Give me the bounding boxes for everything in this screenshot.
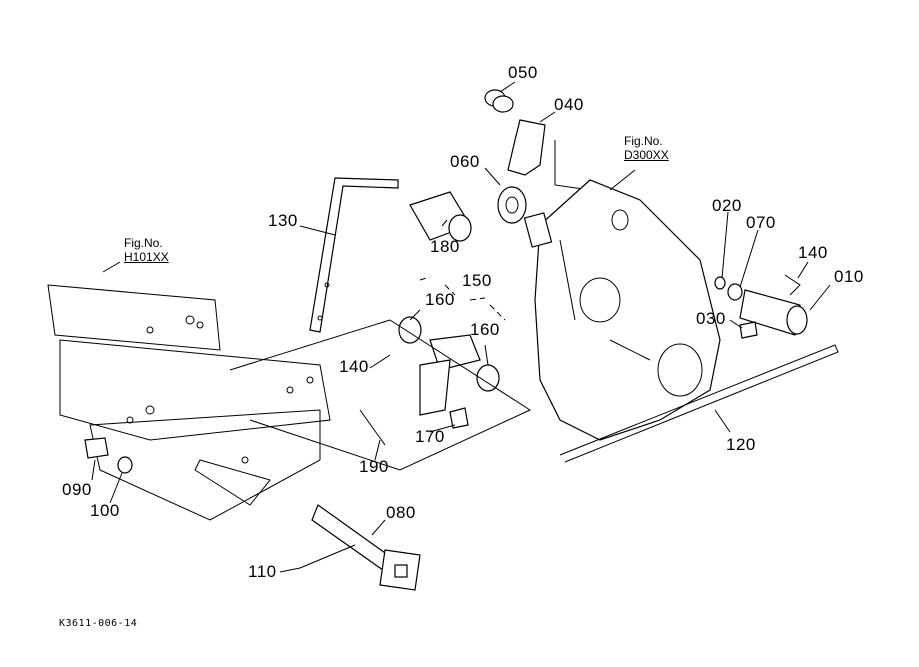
shaft-080 [311,504,421,591]
figure-ref-label: Fig.No. [624,134,663,148]
part-label-060: 060 [450,152,480,171]
housing [523,179,721,441]
part-label-020: 020 [712,196,742,215]
part-label-180: 180 [430,237,460,256]
leader-lines [91,81,831,573]
upper-parts [484,89,591,224]
part-label-080: 080 [386,503,416,522]
pin-110 [299,544,356,569]
part-label-190: 190 [359,457,389,476]
rod-130 [309,177,399,333]
part-label-100: 100 [90,501,120,520]
right-parts [714,274,808,339]
figure-ref-code: H101XX [124,250,169,264]
part-label-070: 070 [746,213,776,232]
part-label-130: 130 [268,211,298,230]
bolt-washer [84,437,133,474]
part-label-010: 010 [834,267,864,286]
part-label-170: 170 [415,427,445,446]
part-label-050: 050 [508,63,538,82]
part-label-030: 030 [696,309,726,328]
part-label-150: 150 [462,271,492,290]
part-label-110: 110 [248,562,277,581]
part-label-160-left: 160 [425,290,455,309]
part-label-090: 090 [62,480,92,499]
part-label-140-left: 140 [339,357,369,376]
part-label-140-right: 140 [798,243,828,262]
frame-plate [47,284,331,521]
part-label-120: 120 [726,435,756,454]
figure-ref-d300: Fig.No. D300XX [624,134,669,162]
lever-assembly [398,276,506,429]
rod-120 [559,344,839,463]
figure-ref-h101: Fig.No. H101XX [124,236,169,264]
knob-180 [409,191,472,242]
figure-ref-code: D300XX [624,148,669,162]
base-plate [229,319,532,471]
figure-ref-label: Fig.No. [124,236,163,250]
part-label-160-right: 160 [470,320,500,339]
reference-code: K3611-006-14 [59,618,138,629]
part-label-040: 040 [554,95,584,114]
